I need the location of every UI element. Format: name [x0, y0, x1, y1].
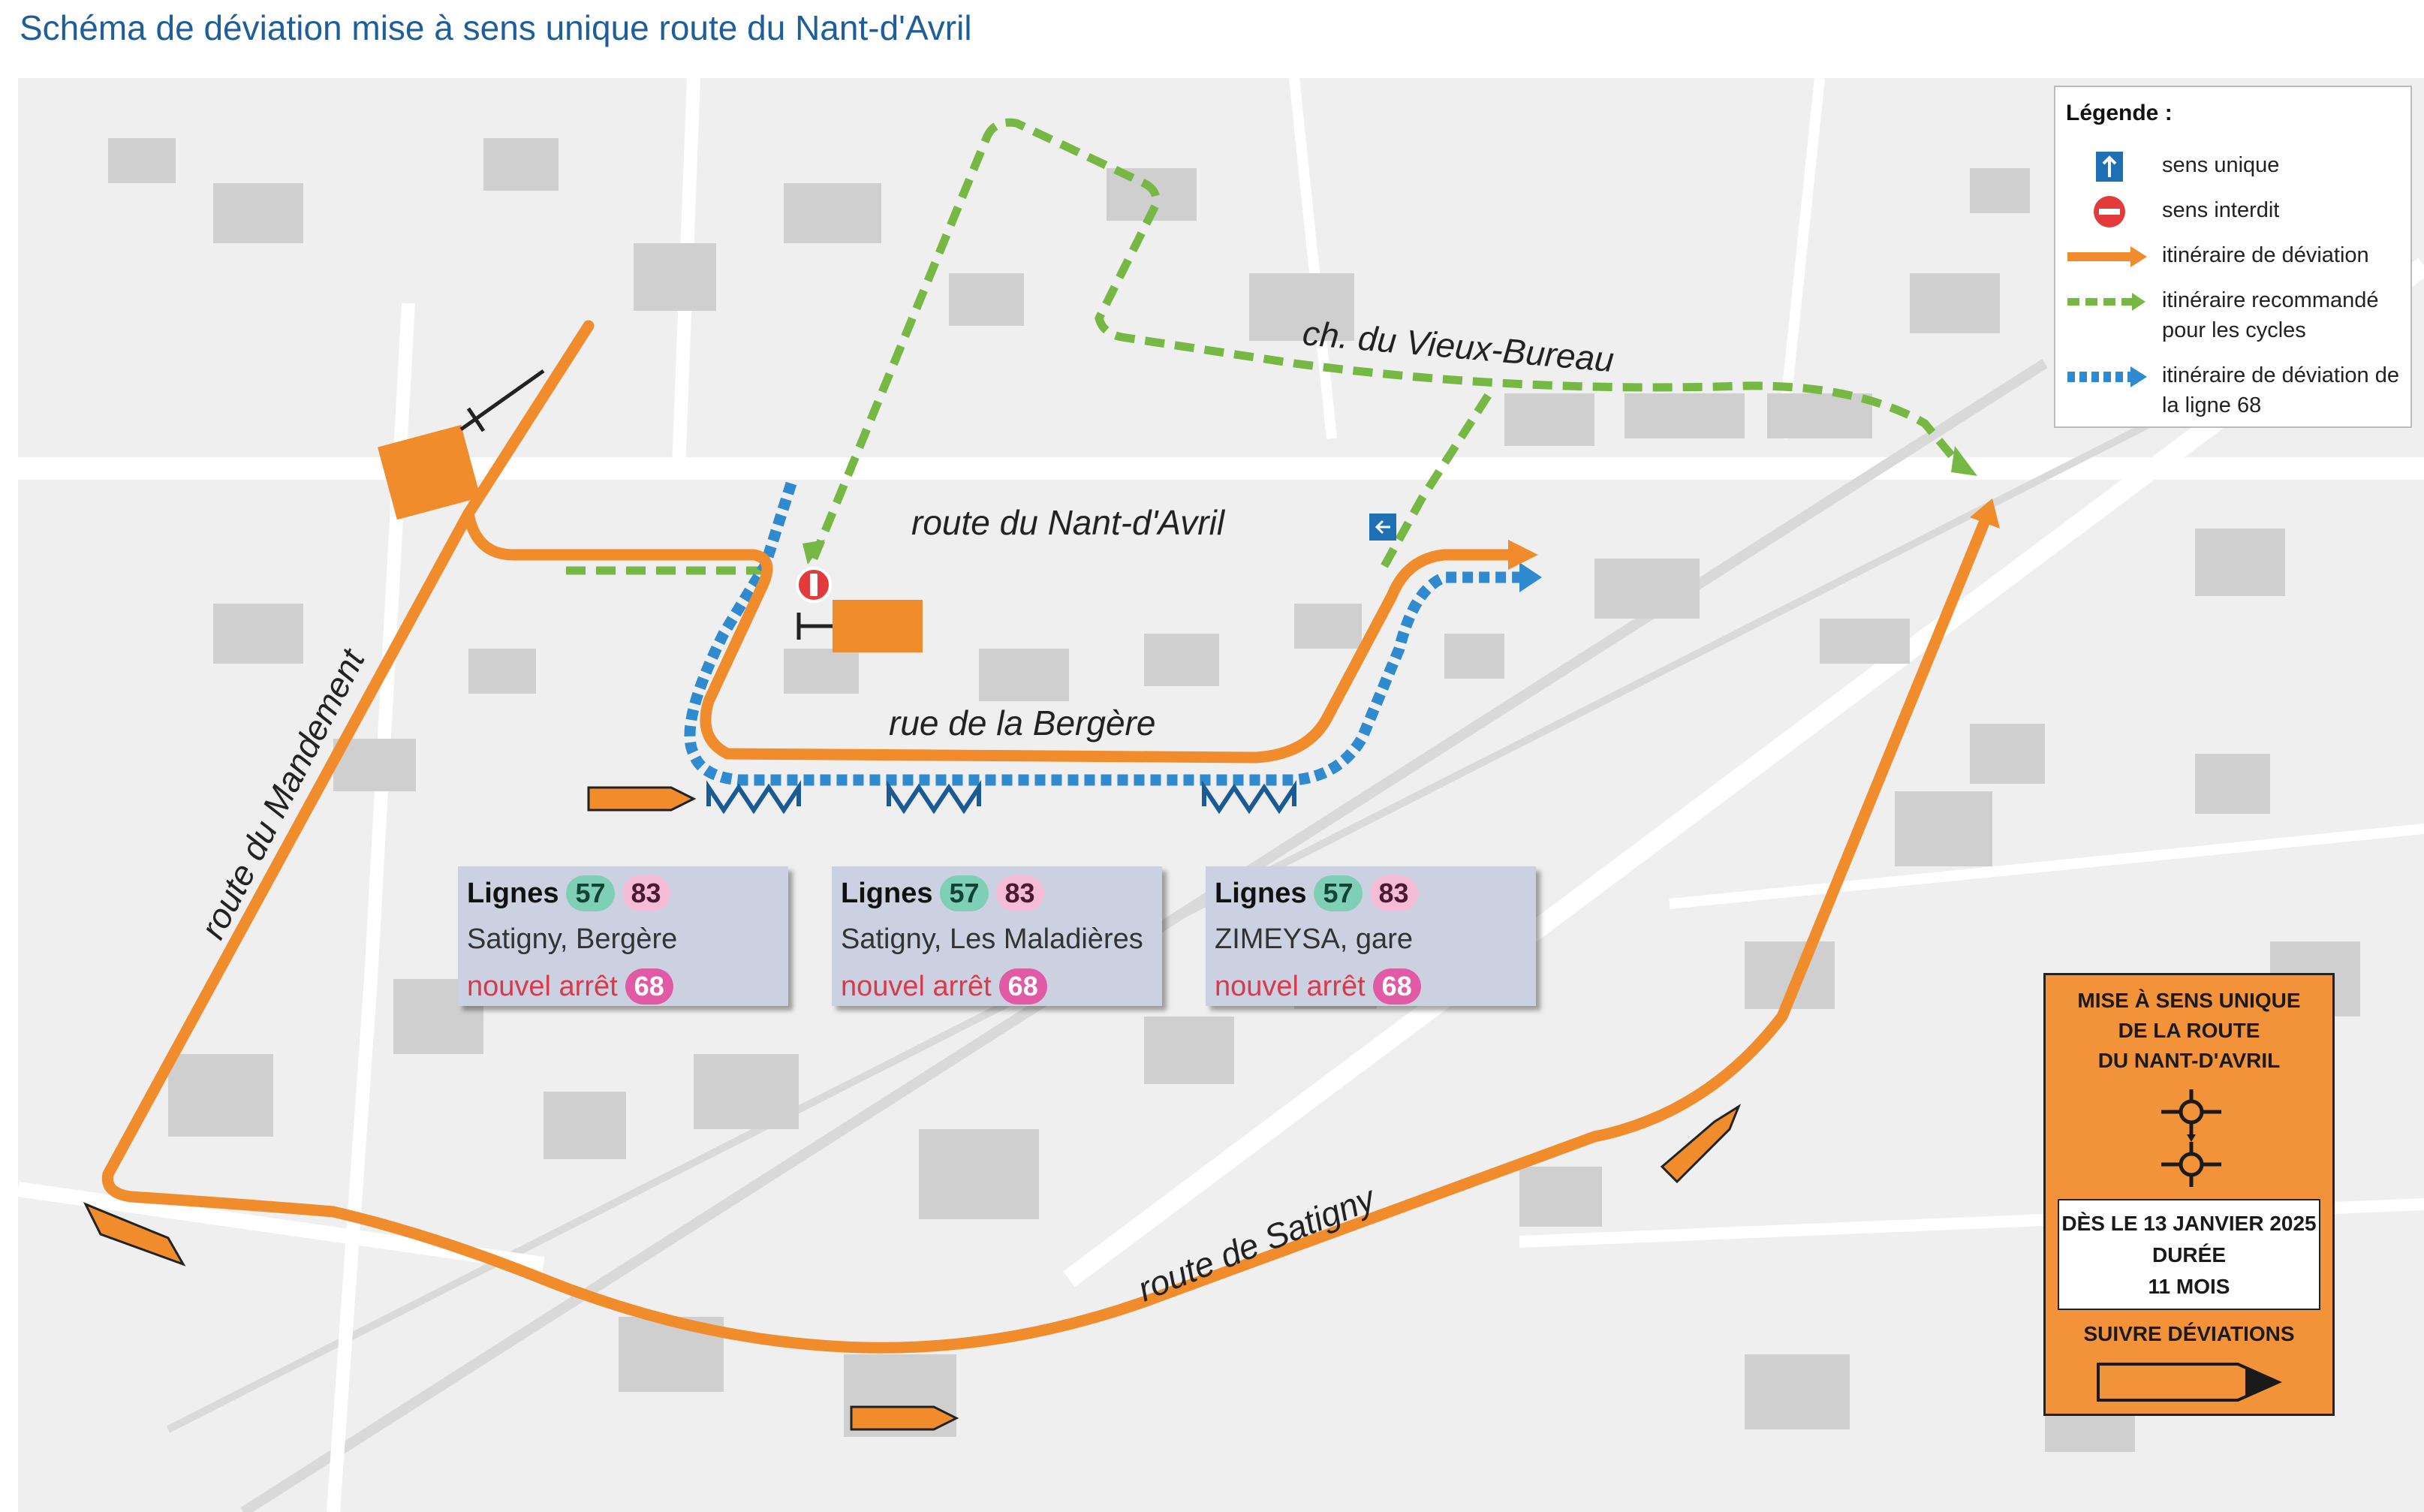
duration-value: 11 MOIS: [2148, 1275, 2230, 1298]
buildings: [108, 138, 2360, 1452]
line-badge-83: 83: [995, 875, 1044, 911]
roundabout-icon: [2161, 1089, 2221, 1187]
line-badge-57: 57: [940, 875, 989, 911]
info-heading: MISE À SENS UNIQUE DE LA ROUTE DU NANT-D…: [2046, 986, 2332, 1076]
label-nant-avril: route du Nant-d'Avril: [911, 503, 1226, 542]
map-title: Schéma de déviation mise à sens unique r…: [20, 8, 972, 47]
bus-stop-marker-1: [706, 780, 801, 815]
stop-name: Satigny, Bergère: [467, 923, 678, 955]
stop-lines-label: Lignes: [841, 878, 933, 909]
stop-lines-label: Lignes: [1215, 878, 1307, 909]
legend-item-line68: itinéraire de déviation de la ligne 68: [2055, 354, 2410, 417]
legend-title: Légende :: [2066, 101, 2173, 125]
info-heading-line: DU NANT-D'AVRIL: [2097, 1049, 2281, 1072]
info-panel: MISE À SENS UNIQUE DE LA ROUTE DU NANT-D…: [2043, 973, 2335, 1416]
legend-item-cycles: itinéraire recommandé pour les cycles: [2055, 279, 2410, 342]
barrier-east: [796, 613, 833, 640]
bus-stop-marker-2: [887, 780, 981, 815]
closed-zone-west: [378, 424, 480, 520]
deviation-arrow-head-east: [1508, 540, 1538, 570]
legend-label: sens unique: [2162, 153, 2280, 177]
label-bergere: rue de la Bergère: [889, 703, 1155, 742]
bus-stop-marker-3: [1202, 780, 1296, 815]
legend: Légende : sens unique sens interdit itin…: [2054, 86, 2412, 428]
info-heading-line: MISE À SENS UNIQUE: [2077, 989, 2301, 1012]
map-canvas: route du Nant-d'Avril ch. du Vieux-Burea…: [18, 78, 2424, 1512]
blue-dashed-arrow-icon: [2067, 366, 2147, 387]
barrier-west: [459, 369, 545, 432]
deviation-arrow-head-ne: [1970, 498, 2000, 529]
line68-route: [684, 481, 1519, 786]
line-badge-83: 83: [622, 875, 670, 911]
deviation-nant-avril: [462, 508, 1518, 764]
new-stop-label: nouvel arrêt: [1215, 971, 1366, 1002]
legend-label: itinéraire recommandé pour les cycles: [2162, 288, 2379, 342]
label-mandement: route du Mandement: [193, 642, 373, 945]
date-box: DÈS LE 13 JANVIER 2025 DURÉE 11 MOIS: [2058, 1199, 2320, 1310]
one-way-sign-map: [1369, 514, 1396, 541]
new-stop-label: nouvel arrêt: [467, 971, 618, 1002]
direction-signs: [83, 786, 1742, 1431]
sign-arrow-se: [1660, 1104, 1742, 1184]
legend-item-no-entry: sens interdit: [2055, 189, 2410, 249]
cycle-arrow-head: [802, 540, 825, 565]
cycle-route-main: [809, 118, 1966, 561]
line-badge-68: 68: [625, 968, 673, 1004]
stop-lines-label: Lignes: [467, 878, 559, 909]
cycle-route-branch: [1381, 391, 1493, 568]
sign-arrow-south: [850, 1405, 959, 1431]
one-way-arrow-icon: [2096, 152, 2123, 182]
cycle-route: [566, 118, 1977, 575]
line-badge-83: 83: [1369, 875, 1418, 911]
sign-arrow-west: [587, 786, 697, 812]
line-badge-68: 68: [998, 968, 1047, 1004]
duration-label: DURÉE: [2151, 1243, 2226, 1267]
follow-arrow-icon: [2097, 1363, 2282, 1402]
legend-label: itinéraire de déviation: [2162, 243, 2369, 267]
follow-detours-label: SUIVRE DÉVIATIONS: [2083, 1322, 2295, 1345]
green-dashed-arrow-icon: [2067, 293, 2145, 311]
new-stop-label: nouvel arrêt: [841, 971, 992, 1002]
no-entry-sign: [796, 567, 832, 603]
map-area: route du Nant-d'Avril ch. du Vieux-Burea…: [18, 78, 2424, 1512]
stop-name: ZIMEYSA, gare: [1215, 923, 1413, 955]
deviation-route: [101, 320, 1991, 1354]
deviation-mandement: [101, 320, 1991, 1354]
line68-arrow-head: [1519, 562, 1542, 592]
legend-item-one-way: sens unique: [2055, 144, 2410, 204]
line-badge-57: 57: [566, 875, 615, 911]
info-heading-line: DE LA ROUTE: [2118, 1019, 2260, 1042]
orange-arrow-icon: [2067, 246, 2147, 267]
date-line: DÈS LE 13 JANVIER 2025: [2061, 1212, 2317, 1235]
line-badge-57: 57: [1314, 875, 1363, 911]
legend-item-deviation: itinéraire de déviation: [2055, 234, 2410, 294]
bus-stop-markers: [706, 780, 1296, 815]
cycle-arrow-head-east: [1951, 446, 1977, 476]
legend-label: sens interdit: [2162, 198, 2280, 222]
closed-zone-east: [833, 600, 923, 652]
line-badge-68: 68: [1372, 968, 1421, 1004]
stop-name: Satigny, Les Maladières: [841, 923, 1143, 955]
no-entry-icon: [2094, 196, 2125, 227]
legend-label: itinéraire de déviation de la ligne 68: [2162, 363, 2399, 417]
label-vieux-bureau: ch. du Vieux-Bureau: [1301, 313, 1615, 379]
sign-arrow-sw: [83, 1202, 186, 1267]
